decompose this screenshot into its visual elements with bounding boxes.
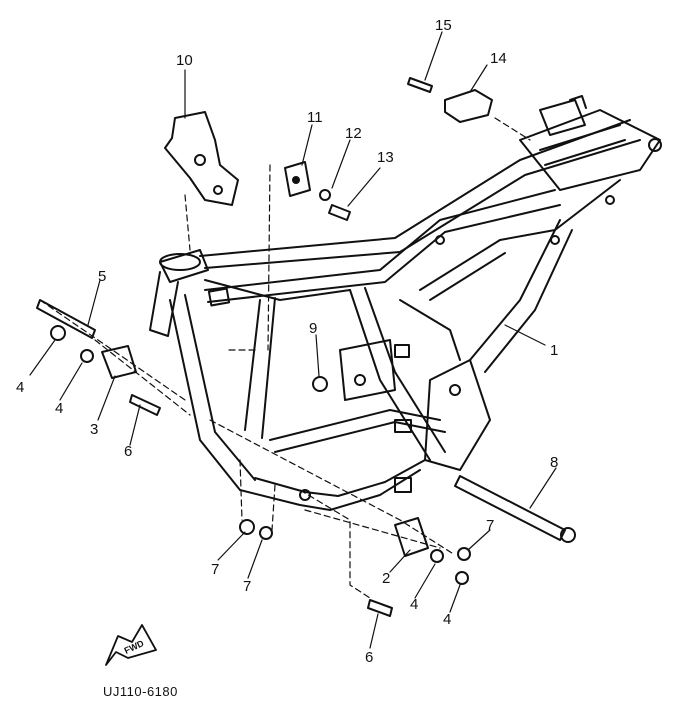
nut-lower-a [239,519,255,535]
callout-3: 3 [90,421,99,438]
nut-part [50,325,66,341]
callout-8: 8 [550,454,559,471]
callout-14: 14 [490,50,507,67]
callout-4c: 4 [410,596,419,613]
callout-12: 12 [345,125,362,142]
nut-right-b [457,547,471,561]
plate-part [284,161,311,197]
short-bolt-right [367,599,393,617]
leader-lines [29,31,557,649]
callout-1: 1 [550,342,559,359]
callout-7a: 7 [211,561,220,578]
callout-6b: 6 [365,649,374,666]
top-bolt-part [407,77,433,93]
callout-10: 10 [176,52,193,69]
callout-4a: 4 [16,379,25,396]
nut-lower-b [259,526,273,540]
callout-2: 2 [382,570,391,587]
callout-7b: 7 [243,578,252,595]
forward-direction-icon: FWD [105,624,157,666]
callout-6a: 6 [124,443,133,460]
nut-right-c [455,571,469,585]
callout-13: 13 [377,149,394,166]
nut-part-2 [80,349,94,363]
washer-part [319,189,331,201]
short-bolt-left [129,394,161,416]
callout-11: 11 [307,109,323,126]
long-bolt-part [36,299,96,339]
callout-5: 5 [98,268,107,285]
callout-15: 15 [435,17,452,34]
callout-4d: 4 [443,611,452,628]
nut-center [312,376,328,392]
nut-right-a [430,549,444,563]
callout-9: 9 [309,320,318,337]
mount-part [444,89,493,123]
long-engine-bolt [454,475,566,541]
bolt-part [328,204,351,221]
main-frame [149,95,662,511]
drawing-code: UJ110-6180 [103,684,178,699]
mount-plate-right [394,517,429,557]
callout-7c: 7 [486,517,495,534]
callout-4b: 4 [55,400,64,417]
assembly-guides [39,117,531,599]
front-bracket-part [164,111,239,206]
